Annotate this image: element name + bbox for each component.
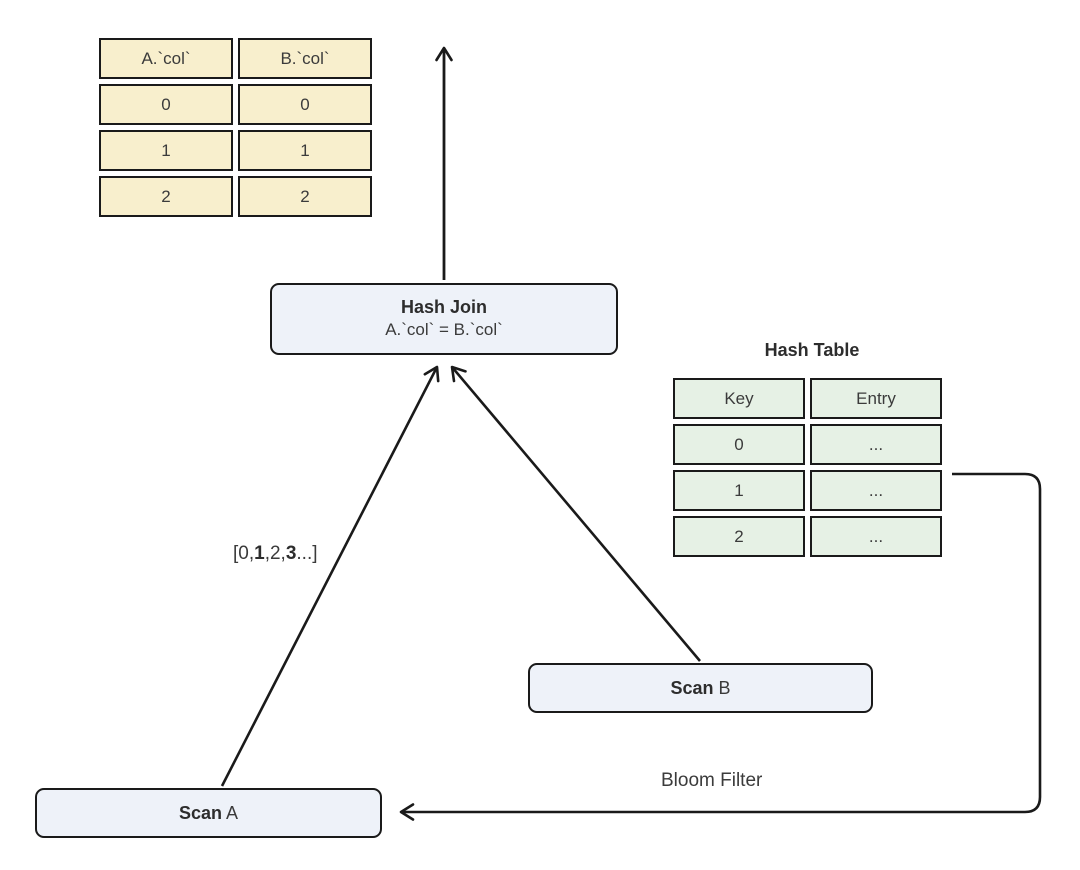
table-row: 0 ... — [673, 424, 942, 465]
hash-table-cell: 0 — [673, 424, 805, 465]
hash-table-cell: ... — [810, 424, 942, 465]
bloom-filter-label: Bloom Filter — [661, 770, 763, 791]
scan-b-to-hash-join-arrow — [450, 365, 701, 662]
table-row: 0 0 — [99, 84, 372, 125]
scan-b-node: Scan B — [528, 663, 873, 713]
hash-table-column-entry: Entry — [810, 378, 942, 419]
join-result-table: A.`col` B.`col` 0 0 1 1 2 2 — [94, 33, 377, 222]
hash-table-cell: ... — [810, 470, 942, 511]
result-cell: 0 — [238, 84, 372, 125]
result-column-b: B.`col` — [238, 38, 372, 79]
table-header-row: A.`col` B.`col` — [99, 38, 372, 79]
scan-a-label: Scan A — [178, 802, 239, 823]
table-header-row: Key Entry — [673, 378, 942, 419]
scan-a-node: Scan A — [35, 788, 382, 838]
scan-b-label: Scan B — [670, 677, 731, 698]
hash-join-title: Hash Join — [400, 297, 488, 318]
join-values-label: [0,1,2,3...] — [233, 543, 318, 564]
hash-table-cell: 1 — [673, 470, 805, 511]
hash-table-column-key: Key — [673, 378, 805, 419]
hash-join-condition: A.`col` = B.`col` — [385, 320, 503, 340]
result-cell: 1 — [99, 130, 233, 171]
result-cell: 0 — [99, 84, 233, 125]
result-cell: 1 — [238, 130, 372, 171]
result-column-a: A.`col` — [99, 38, 233, 79]
result-cell: 2 — [99, 176, 233, 217]
hash-table: Key Entry 0 ... 1 ... 2 ... — [668, 373, 947, 562]
scan-a-to-hash-join-arrow — [220, 365, 440, 787]
table-row: 1 1 — [99, 130, 372, 171]
result-cell: 2 — [238, 176, 372, 217]
hash-table-cell: ... — [810, 516, 942, 557]
table-row: 2 ... — [673, 516, 942, 557]
table-row: 1 ... — [673, 470, 942, 511]
hash-table-cell: 2 — [673, 516, 805, 557]
hash-join-node: Hash Join A.`col` = B.`col` — [270, 283, 618, 355]
hash-table-title: Hash Table — [764, 340, 860, 360]
table-row: 2 2 — [99, 176, 372, 217]
